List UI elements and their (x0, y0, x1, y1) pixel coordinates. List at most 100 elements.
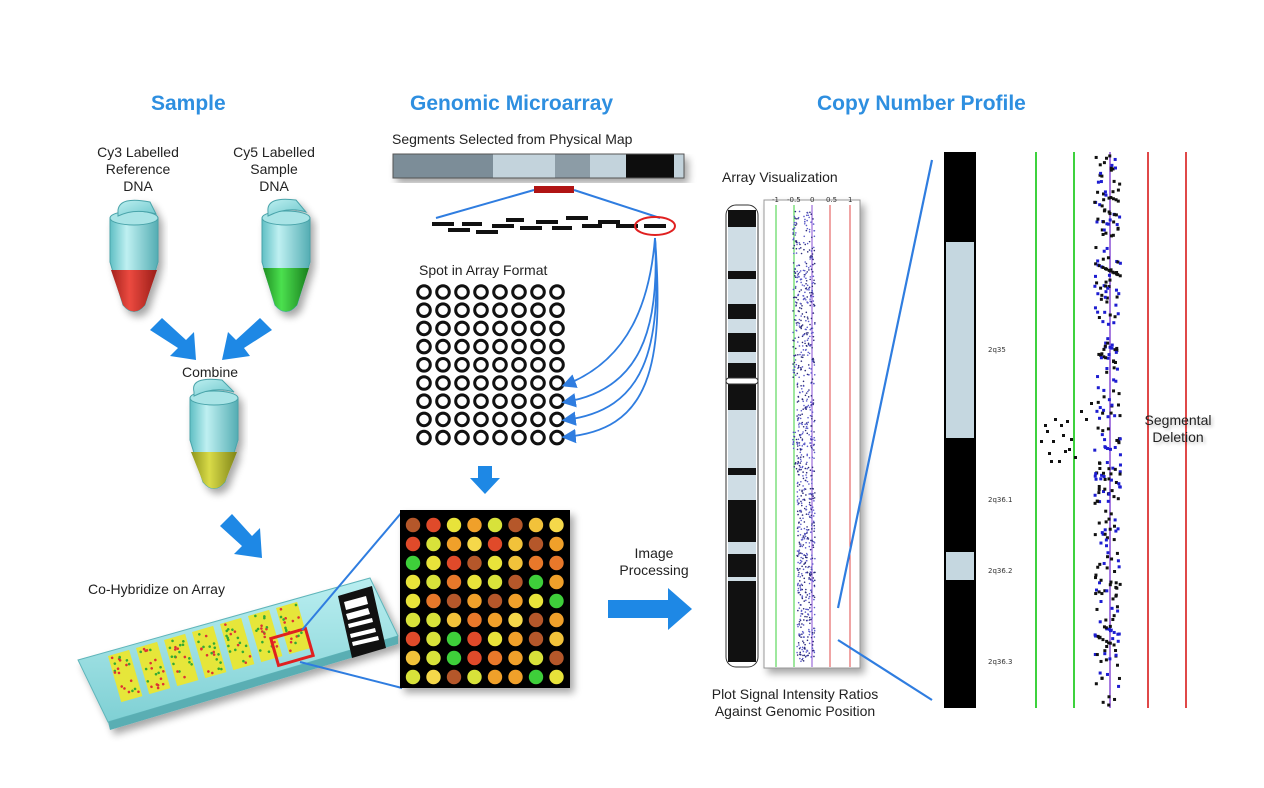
viz-point (800, 289, 802, 291)
viz-point (799, 576, 802, 578)
subarray-dot (236, 636, 240, 640)
ideogram-band (728, 577, 756, 581)
profile-point (1098, 581, 1102, 585)
profile-point (1099, 180, 1103, 184)
viz-point (807, 342, 810, 345)
profile-point (1101, 265, 1105, 269)
viz-point (801, 284, 804, 286)
viz-point (801, 597, 804, 600)
viz-point (800, 315, 802, 317)
ideogram-band (728, 648, 756, 657)
scanned-spot (549, 631, 564, 647)
viz-point (795, 363, 798, 366)
scanned-spot (446, 669, 462, 685)
viz-point (813, 439, 816, 442)
viz-point (809, 606, 811, 609)
ideogram-band (728, 271, 756, 279)
profile-point (1117, 392, 1121, 396)
viz-point (813, 541, 816, 544)
subarray-dot (212, 650, 216, 654)
ideogram-band (728, 554, 756, 570)
viz-point (793, 215, 796, 218)
subarray-dot (168, 646, 172, 650)
subarray-dot (113, 662, 117, 665)
profile-point (1111, 190, 1115, 194)
array-spot (454, 375, 470, 391)
viz-point (808, 367, 811, 370)
viz-point (809, 571, 812, 573)
ideogram-band (728, 505, 756, 513)
viz-point (813, 629, 816, 632)
scanned-spot (487, 669, 503, 685)
viz-point (813, 579, 816, 582)
profile-point (1103, 487, 1107, 491)
viz-point (802, 408, 805, 410)
profile-point (1112, 524, 1116, 528)
map-zoom-left (435, 189, 535, 219)
ideogram-band (728, 446, 756, 455)
subarray-dot (261, 640, 264, 644)
microarray-header: Genomic Microarray (410, 92, 614, 115)
scanned-spot (487, 612, 503, 628)
ideogram-band (728, 496, 756, 500)
profile-point (1097, 352, 1101, 356)
subarray-background (220, 617, 255, 671)
ideogram-band (728, 455, 756, 462)
profile-point (1103, 295, 1107, 299)
viz-point (802, 607, 805, 610)
viz-point (795, 330, 798, 332)
scanned-spot (405, 669, 421, 685)
viz-point (811, 647, 814, 649)
viz-point (798, 607, 801, 609)
array-spot (511, 429, 527, 446)
viz-point (794, 337, 797, 339)
subarray-dot (263, 632, 266, 635)
profile-point (1115, 223, 1119, 227)
array-spot (492, 338, 508, 355)
profile-point (1102, 347, 1106, 351)
ideogram-band (728, 333, 756, 341)
subarray-dot (219, 661, 222, 664)
subarray-dot (225, 629, 229, 633)
viz-point (801, 490, 803, 493)
viz-point (799, 458, 802, 461)
profile-point (1111, 197, 1115, 201)
viz-point (813, 524, 816, 527)
viz-point (807, 364, 810, 366)
ideogram-band (728, 500, 756, 505)
selected-region-marker (534, 186, 574, 193)
subarray-dot (171, 639, 174, 643)
array-spot (416, 338, 432, 355)
viz-point (808, 574, 811, 576)
subarray-dot (188, 660, 191, 664)
viz-point (812, 246, 815, 249)
viz-point (806, 461, 808, 464)
viz-point (794, 463, 796, 465)
viz-point (801, 584, 804, 587)
viz-point (805, 508, 808, 511)
viz-point (796, 550, 799, 552)
viz-point (803, 269, 806, 272)
array-spot (549, 320, 565, 337)
viz-point (798, 310, 800, 313)
profile-point (1098, 635, 1102, 639)
viz-point (805, 282, 807, 285)
viz-point (803, 498, 805, 501)
viz-point (810, 591, 813, 593)
viz-point (793, 244, 796, 247)
tile-segment (476, 230, 498, 234)
subarray-dot (149, 661, 152, 665)
profile-point (1111, 618, 1115, 622)
viz-point (812, 359, 815, 361)
viz-point (805, 476, 808, 479)
viz-point (797, 321, 799, 324)
viz-point (802, 624, 805, 626)
scanned-spot (467, 669, 482, 685)
profile-point (1104, 538, 1108, 542)
profile-point (1117, 441, 1121, 445)
viz-point (799, 657, 801, 660)
profile-point (1118, 472, 1122, 476)
viz-point (808, 457, 811, 459)
subarray-dot (162, 670, 165, 673)
scanned-spot (405, 555, 421, 571)
